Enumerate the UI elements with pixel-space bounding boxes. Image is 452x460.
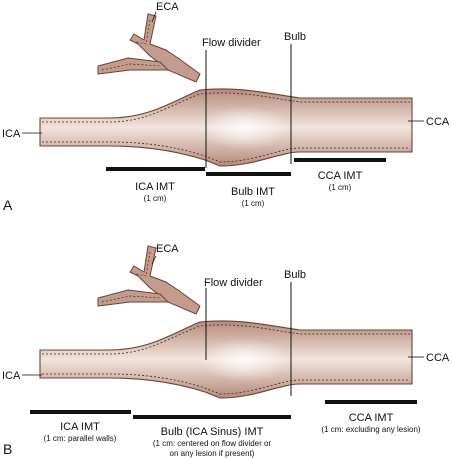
ica-imt-title-a: ICA IMT bbox=[135, 181, 175, 193]
ica-imt-note-b: (1 cm: parallel walls) bbox=[44, 434, 117, 443]
label-ica-b: ICA bbox=[2, 370, 21, 382]
label-bulb-b: Bulb bbox=[284, 269, 306, 281]
label-flow-divider-b: Flow divider bbox=[204, 277, 263, 289]
bulb-imt-bar-b bbox=[133, 415, 291, 419]
eca-side-branch bbox=[97, 57, 170, 75]
panel-a-letter: A bbox=[3, 197, 13, 213]
label-cca-b: CCA bbox=[426, 352, 450, 364]
cca-imt-title-a: CCA IMT bbox=[318, 170, 363, 182]
label-cca-a: CCA bbox=[426, 116, 450, 128]
bulb-imt-bar-a bbox=[206, 172, 291, 176]
eca-vessel bbox=[129, 13, 201, 83]
ica-imt-bar-b bbox=[30, 410, 131, 414]
panel-b-letter: B bbox=[3, 441, 12, 457]
cca-imt-note-a: (1 cm) bbox=[329, 183, 352, 192]
panel-b: ECA Flow divider Bulb ICA CCA ICA IMT (1… bbox=[2, 243, 450, 458]
cca-imt-bar-a bbox=[294, 158, 386, 162]
bulb-imt-note-b-1: (1 cm: centered on flow divider or bbox=[153, 439, 272, 448]
panel-a: ECA Flow divider Bulb ICA CCA ICA IMT (1… bbox=[2, 1, 450, 213]
bulb-imt-note-a: (1 cm) bbox=[242, 199, 265, 208]
eca-side-branch bbox=[97, 289, 170, 307]
label-bulb-a: Bulb bbox=[284, 31, 306, 43]
eca-vessel bbox=[129, 245, 201, 315]
ica-imt-bar-a bbox=[106, 167, 205, 171]
bulb-imt-title-b: Bulb (ICA Sinus) IMT bbox=[161, 426, 264, 438]
cca-imt-bar-b bbox=[325, 400, 417, 404]
label-eca-a: ECA bbox=[156, 1, 179, 13]
cca-imt-title-b: CCA IMT bbox=[349, 412, 394, 424]
bulb-imt-title-a: Bulb IMT bbox=[231, 186, 275, 198]
ica-imt-title-b: ICA IMT bbox=[60, 421, 100, 433]
label-ica-a: ICA bbox=[2, 128, 21, 140]
label-flow-divider-a: Flow divider bbox=[202, 37, 261, 49]
cca-imt-note-b: (1 cm: excluding any lesion) bbox=[321, 425, 420, 434]
bulb-imt-note-b-2: on any lesion if present) bbox=[170, 449, 255, 458]
ica-imt-note-a: (1 cm) bbox=[144, 194, 167, 203]
label-eca-b: ECA bbox=[156, 243, 179, 255]
